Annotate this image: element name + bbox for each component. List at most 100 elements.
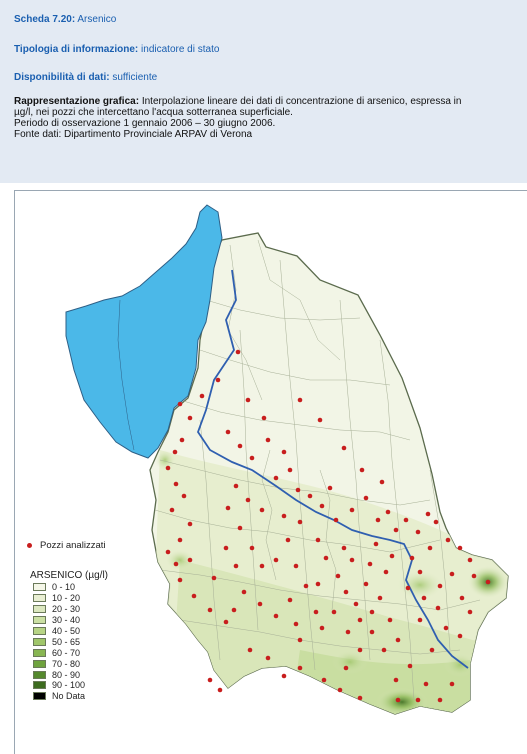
- legend-swatch: [33, 659, 46, 668]
- well-marker: [381, 647, 387, 653]
- well-marker: [345, 629, 351, 635]
- well-marker: [235, 349, 241, 355]
- well-marker: [319, 503, 325, 509]
- well-marker: [281, 449, 287, 455]
- well-marker: [199, 393, 205, 399]
- well-marker: [241, 589, 247, 595]
- well-marker: [377, 595, 383, 601]
- scheda-value: Arsenico: [77, 14, 117, 25]
- well-marker: [265, 655, 271, 661]
- well-marker: [179, 437, 185, 443]
- legend-swatch: [33, 648, 46, 657]
- well-marker: [337, 687, 343, 693]
- well-marker: [215, 377, 221, 383]
- well-dot-icon: [27, 543, 32, 548]
- well-marker: [349, 557, 355, 563]
- well-marker: [375, 517, 381, 523]
- well-marker: [315, 581, 321, 587]
- well-marker: [335, 573, 341, 579]
- legend-pozzi: Pozzi analizzati: [27, 540, 105, 551]
- well-marker: [485, 579, 491, 585]
- disponibilita-line: Disponibilità di dati: sufficiente: [14, 72, 157, 84]
- well-marker: [165, 465, 171, 471]
- legend-swatch: [33, 670, 46, 679]
- well-marker: [437, 697, 443, 703]
- legend-label: 90 - 100: [52, 680, 86, 691]
- legend-item: 80 - 90: [33, 669, 123, 680]
- well-marker: [385, 509, 391, 515]
- legend-item: 60 - 70: [33, 647, 123, 658]
- well-marker: [317, 417, 323, 423]
- well-marker: [249, 545, 255, 551]
- well-marker: [395, 637, 401, 643]
- rappresentazione-grafica: Rappresentazione grafica: Interpolazione…: [14, 96, 524, 140]
- legend-label: 80 - 90: [52, 669, 81, 680]
- well-marker: [237, 525, 243, 531]
- well-marker: [259, 563, 265, 569]
- well-marker: [293, 621, 299, 627]
- well-marker: [349, 507, 355, 513]
- well-marker: [207, 607, 213, 613]
- well-marker: [363, 495, 369, 501]
- well-marker: [341, 445, 347, 451]
- well-marker: [359, 467, 365, 473]
- well-marker: [177, 537, 183, 543]
- well-marker: [223, 619, 229, 625]
- legend-swatch: [33, 637, 46, 646]
- well-marker: [425, 511, 431, 517]
- well-marker: [172, 449, 178, 455]
- well-marker: [393, 527, 399, 533]
- well-marker: [369, 629, 375, 635]
- well-marker: [245, 397, 251, 403]
- legend-label: 20 - 30: [52, 604, 81, 615]
- lake-garda: [65, 204, 223, 459]
- rappr-label: Rappresentazione grafica:: [14, 96, 140, 107]
- legend-item: 10 - 20: [33, 593, 123, 604]
- well-marker: [357, 647, 363, 653]
- well-marker: [449, 681, 455, 687]
- well-marker: [417, 617, 423, 623]
- well-marker: [343, 589, 349, 595]
- well-marker: [449, 571, 455, 577]
- well-marker: [225, 429, 231, 435]
- legend-label: 60 - 70: [52, 647, 81, 658]
- tipologia-line: Tipologia di informazione: indicatore di…: [14, 44, 219, 56]
- rappr-value: Interpolazione lineare dei dati di conce…: [141, 96, 462, 107]
- well-marker: [187, 557, 193, 563]
- well-marker: [247, 647, 253, 653]
- well-marker: [445, 537, 451, 543]
- well-marker: [435, 605, 441, 611]
- legend-swatch: [33, 594, 46, 603]
- legend-item: 30 - 40: [33, 615, 123, 626]
- well-marker: [421, 595, 427, 601]
- well-marker: [357, 695, 363, 701]
- well-marker: [293, 563, 299, 569]
- legend-label: 10 - 20: [52, 593, 81, 604]
- well-marker: [249, 455, 255, 461]
- well-marker: [287, 597, 293, 603]
- scheda-label: Scheda 7.20:: [14, 14, 76, 25]
- info-header: Scheda 7.20: Arsenico Tipologia di infor…: [0, 0, 527, 183]
- well-marker: [257, 601, 263, 607]
- well-marker: [341, 545, 347, 551]
- wells-layer: [165, 349, 491, 703]
- well-marker: [187, 415, 193, 421]
- well-marker: [353, 601, 359, 607]
- legend-item: 20 - 30: [33, 604, 123, 615]
- well-marker: [373, 541, 379, 547]
- well-marker: [297, 519, 303, 525]
- legend-item: 70 - 80: [33, 658, 123, 669]
- well-marker: [407, 663, 413, 669]
- legend-swatch: [33, 583, 46, 592]
- well-marker: [165, 549, 171, 555]
- well-marker: [295, 487, 301, 493]
- well-marker: [273, 475, 279, 481]
- legend-label: No Data: [52, 691, 86, 702]
- well-marker: [281, 513, 287, 519]
- well-marker: [191, 593, 197, 599]
- pozzi-label: Pozzi analizzati: [40, 540, 106, 551]
- well-marker: [261, 415, 267, 421]
- legend-label: 30 - 40: [52, 615, 81, 626]
- well-marker: [323, 555, 329, 561]
